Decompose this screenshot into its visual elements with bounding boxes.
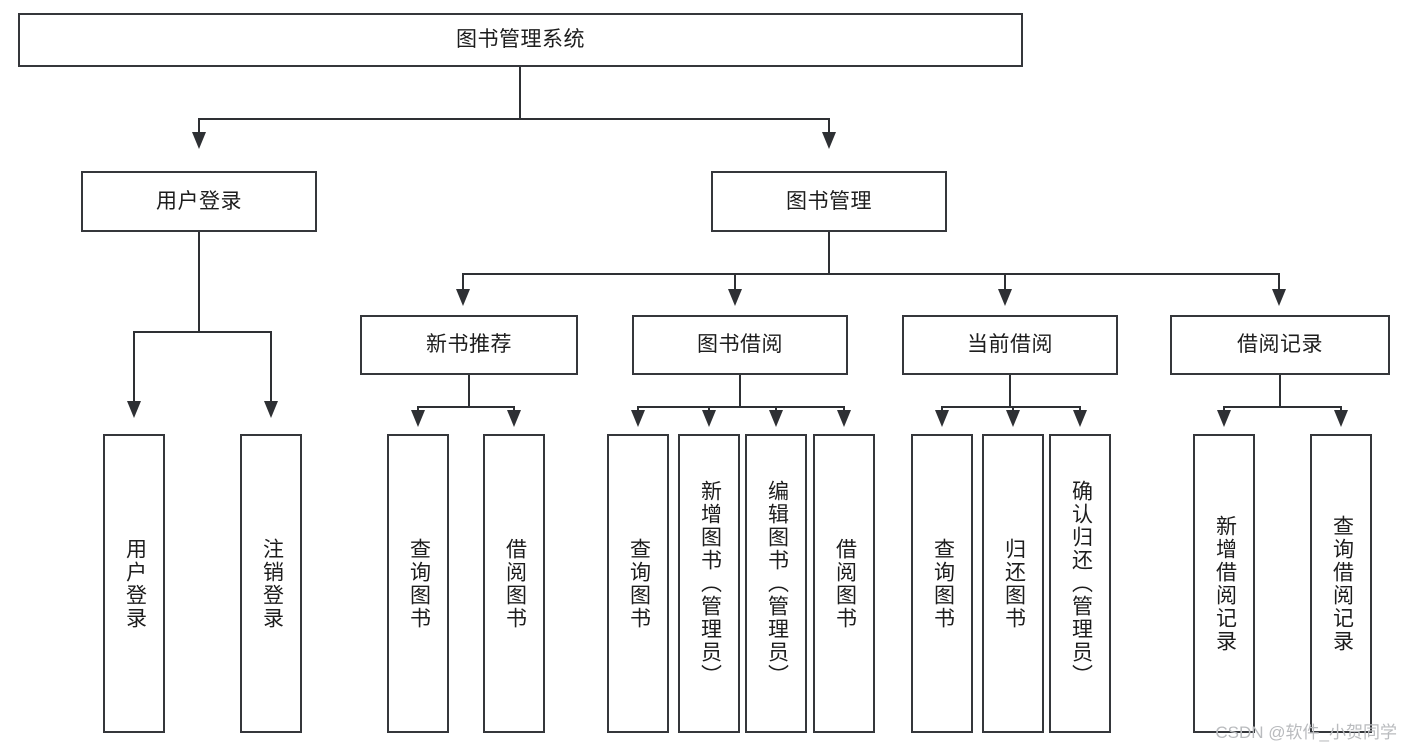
node-user-login[interactable]: 用户登录 [81, 171, 317, 232]
node-label: 图书管理 [786, 189, 872, 213]
connector-book-manage-stem [828, 232, 830, 274]
leaf-query-book-new-rec[interactable]: 查询图书 [387, 434, 449, 733]
node-label: 查询图书 [407, 537, 431, 630]
arrowhead-leaf-return-book [1006, 410, 1020, 427]
arrowhead-leaf-query-book-1 [411, 410, 425, 427]
node-root-book-management-system[interactable]: 图书管理系统 [18, 13, 1023, 67]
node-book-management[interactable]: 图书管理 [711, 171, 947, 232]
connector-current-borrow-stem [1009, 375, 1011, 407]
csdn-watermark: CSDN @软件_小贺同学 [1215, 723, 1397, 742]
node-label: 用户登录 [123, 537, 147, 630]
node-label: 编辑图书（管理员） [765, 480, 789, 687]
connector-user-login-drop-2 [270, 331, 272, 405]
leaf-query-book-current[interactable]: 查询图书 [911, 434, 973, 733]
arrowhead-leaf-confirm-return [1073, 410, 1087, 427]
node-new-book-recommend[interactable]: 新书推荐 [360, 315, 578, 375]
arrowhead-book-manage [822, 132, 836, 149]
node-label: 新增借阅记录 [1213, 514, 1237, 653]
node-label: 新书推荐 [426, 333, 512, 357]
node-label: 借阅记录 [1237, 333, 1323, 357]
node-book-borrow[interactable]: 图书借阅 [632, 315, 848, 375]
arrowhead-leaf-borrow-book-1 [507, 410, 521, 427]
node-label: 新增图书（管理员） [698, 480, 722, 687]
arrowhead-current-borrow [998, 289, 1012, 306]
node-label: 借阅图书 [833, 537, 857, 630]
arrowhead-new-book-rec [456, 289, 470, 306]
arrowhead-leaf-borrow-book-2 [837, 410, 851, 427]
node-label: 当前借阅 [967, 333, 1053, 357]
arrowhead-leaf-add-book [702, 410, 716, 427]
connector-user-login-stem [198, 232, 200, 332]
connector-new-book-rec-bus [417, 406, 515, 408]
connector-current-borrow-bus [941, 406, 1081, 408]
arrowhead-borrow-record [1272, 289, 1286, 306]
connector-borrow-record-stem [1279, 375, 1281, 407]
leaf-borrow-book-borrow[interactable]: 借阅图书 [813, 434, 875, 733]
arrowhead-user-login [192, 132, 206, 149]
connector-borrow-record-bus [1223, 406, 1341, 408]
connector-to-current-borrow [1004, 273, 1006, 293]
leaf-add-borrow-record[interactable]: 新增借阅记录 [1193, 434, 1255, 733]
leaf-edit-book-admin[interactable]: 编辑图书（管理员） [745, 434, 807, 733]
node-label: 查询图书 [627, 537, 651, 630]
arrowhead-leaf-query-book-2 [631, 410, 645, 427]
connector-book-borrow-bus [637, 406, 844, 408]
connector-root-to-book-manage [828, 118, 830, 136]
node-label: 确认归还（管理员） [1069, 480, 1093, 687]
leaf-return-book[interactable]: 归还图书 [982, 434, 1044, 733]
leaf-confirm-return-admin[interactable]: 确认归还（管理员） [1049, 434, 1111, 733]
leaf-logout-login[interactable]: 注销登录 [240, 434, 302, 733]
leaf-query-book-borrow[interactable]: 查询图书 [607, 434, 669, 733]
connector-root-stem [519, 67, 521, 119]
node-label: 注销登录 [260, 537, 284, 630]
connector-user-login-drop-1 [133, 331, 135, 405]
arrowhead-leaf-logout [264, 401, 278, 418]
node-label: 图书借阅 [697, 333, 783, 357]
connector-book-borrow-stem [739, 375, 741, 407]
node-label: 图书管理系统 [456, 28, 585, 52]
connector-to-new-book-rec [462, 273, 464, 293]
leaf-add-book-admin[interactable]: 新增图书（管理员） [678, 434, 740, 733]
node-label: 借阅图书 [503, 537, 527, 630]
node-label: 查询借阅记录 [1330, 514, 1354, 653]
connector-book-manage-bus [462, 273, 1280, 275]
connector-to-borrow-record [1278, 273, 1280, 293]
node-label: 用户登录 [156, 189, 242, 213]
node-label: 查询图书 [931, 537, 955, 630]
arrowhead-leaf-query-book-3 [935, 410, 949, 427]
connector-new-book-rec-stem [468, 375, 470, 407]
node-label: 归还图书 [1002, 537, 1026, 630]
arrowhead-book-borrow [728, 289, 742, 306]
node-borrow-record[interactable]: 借阅记录 [1170, 315, 1390, 375]
arrowhead-leaf-add-record [1217, 410, 1231, 427]
leaf-borrow-book-new-rec[interactable]: 借阅图书 [483, 434, 545, 733]
node-current-borrow[interactable]: 当前借阅 [902, 315, 1118, 375]
connector-to-book-borrow [734, 273, 736, 293]
leaf-user-login[interactable]: 用户登录 [103, 434, 165, 733]
leaf-query-borrow-record[interactable]: 查询借阅记录 [1310, 434, 1372, 733]
connector-root-to-user-login [198, 118, 200, 136]
connector-root-bus [198, 118, 830, 120]
arrowhead-leaf-edit-book [769, 410, 783, 427]
arrowhead-leaf-user-login [127, 401, 141, 418]
arrowhead-leaf-query-record [1334, 410, 1348, 427]
connector-user-login-bus [133, 331, 271, 333]
